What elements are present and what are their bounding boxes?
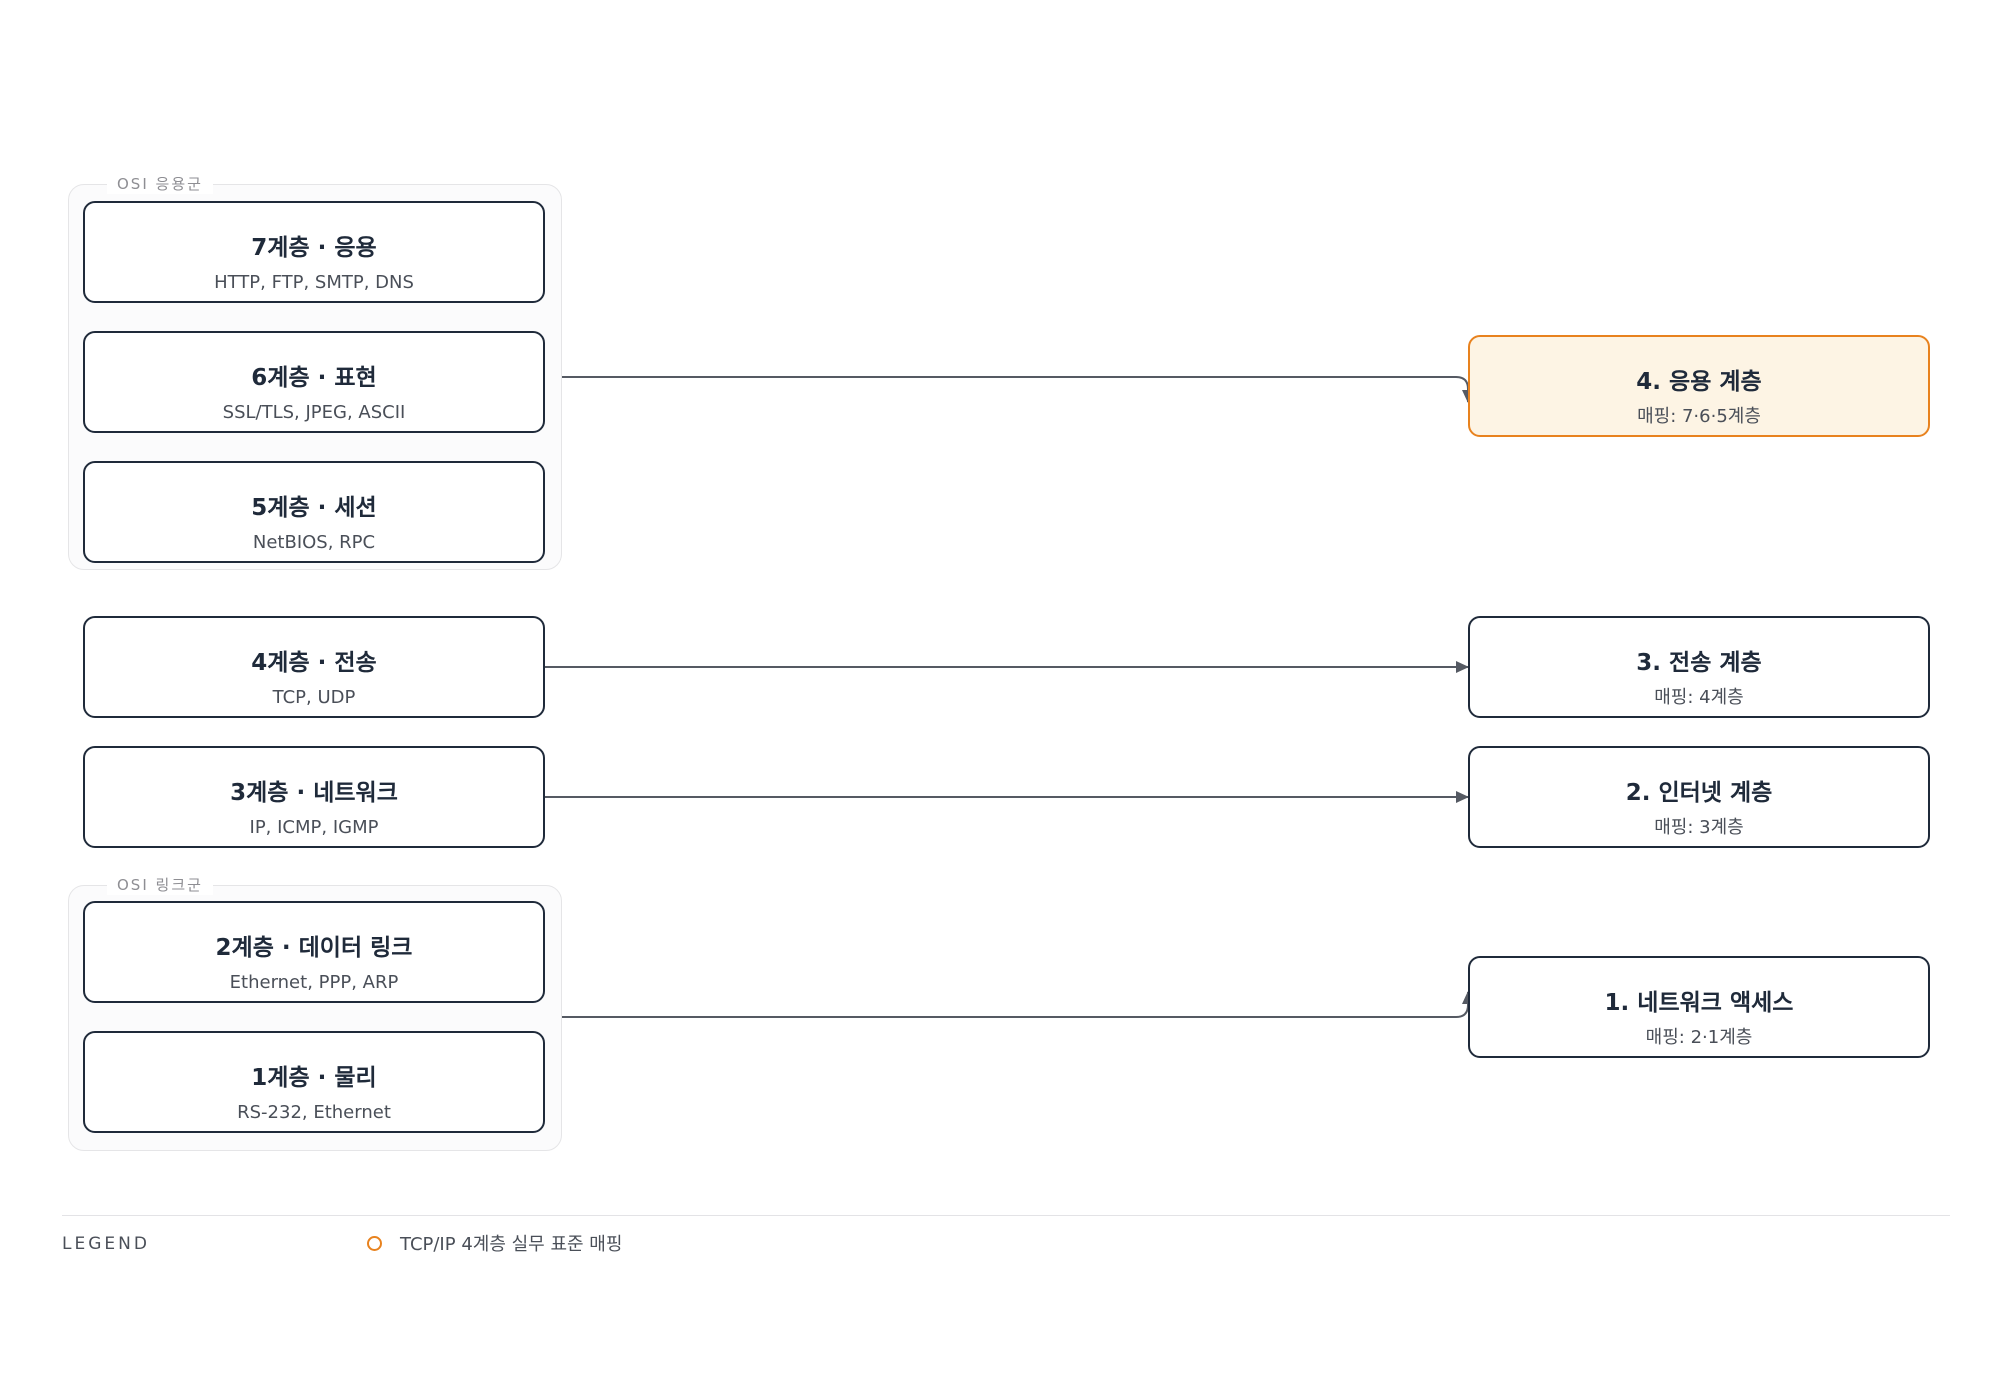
tcpip-internet-mapping: 매핑: 3계층 xyxy=(1654,817,1744,838)
tcpip-internet-title: 2. 인터넷 계층 xyxy=(1625,780,1773,806)
tcpip-transport-node[interactable]: 3. 전송 계층 매핑: 4계층 xyxy=(1468,616,1930,718)
osi-layer-2-title: 2계층 · 데이터 링크 xyxy=(215,935,413,961)
tcpip-application-title: 4. 응용 계층 xyxy=(1636,369,1762,395)
osi-layer-6-protocols: SSL/TLS, JPEG, ASCII xyxy=(222,402,406,423)
osi-layer-1-protocols: RS-232, Ethernet xyxy=(237,1102,391,1123)
edge-network-access-mapping xyxy=(562,991,1474,1018)
osi-layer-3-node[interactable]: 3계층 · 네트워크 IP, ICMP, IGMP xyxy=(83,746,545,848)
osi-layer-4-title: 4계층 · 전송 xyxy=(251,650,377,676)
tcpip-transport-mapping: 매핑: 4계층 xyxy=(1654,687,1744,708)
osi-layer-7-protocols: HTTP, FTP, SMTP, DNS xyxy=(214,272,414,293)
legend-title: LEGEND xyxy=(62,1234,150,1254)
legend-item-standard-mapping: TCP/IP 4계층 실무 표준 매핑 xyxy=(367,1230,622,1256)
osi-layer-5-protocols: NetBIOS, RPC xyxy=(252,532,376,553)
osi-layer-7-node[interactable]: 7계층 · 응용 HTTP, FTP, SMTP, DNS xyxy=(83,201,545,303)
legend-item-label: TCP/IP 4계층 실무 표준 매핑 xyxy=(400,1234,623,1255)
tcpip-network-access-mapping: 매핑: 2·1계층 xyxy=(1645,1027,1753,1048)
osi-layer-2-protocols: Ethernet, PPP, ARP xyxy=(229,972,399,993)
tcpip-internet-node[interactable]: 2. 인터넷 계층 매핑: 3계층 xyxy=(1468,746,1930,848)
tcpip-application-mapping: 매핑: 7·6·5계층 xyxy=(1637,406,1761,427)
tcpip-application-node[interactable]: 4. 응용 계층 매핑: 7·6·5계층 xyxy=(1468,335,1930,437)
osi-layer-2-node[interactable]: 2계층 · 데이터 링크 Ethernet, PPP, ARP xyxy=(83,901,545,1003)
osi-layer-5-node[interactable]: 5계층 · 세션 NetBIOS, RPC xyxy=(83,461,545,563)
tcpip-transport-title: 3. 전송 계층 xyxy=(1636,650,1762,676)
osi-layer-3-title: 3계층 · 네트워크 xyxy=(230,780,398,806)
osi-layer-5-title: 5계층 · 세션 xyxy=(251,495,377,521)
osi-layer-1-title: 1계층 · 물리 xyxy=(251,1065,377,1091)
osi-layer-4-node[interactable]: 4계층 · 전송 TCP, UDP xyxy=(83,616,545,718)
legend-circle-icon xyxy=(367,1235,382,1251)
osi-layer-7-title: 7계층 · 응용 xyxy=(251,235,377,261)
osi-layer-6-node[interactable]: 6계층 · 표현 SSL/TLS, JPEG, ASCII xyxy=(83,331,545,433)
osi-lower-group-label: OSI 링크군 xyxy=(107,875,213,895)
osi-layer-1-node[interactable]: 1계층 · 물리 RS-232, Ethernet xyxy=(83,1031,545,1133)
osi-layer-3-protocols: IP, ICMP, IGMP xyxy=(249,817,379,838)
osi-upper-group-label: OSI 응용군 xyxy=(107,174,213,194)
edge-application-mapping xyxy=(562,376,1474,403)
osi-layer-6-title: 6계층 · 표현 xyxy=(251,365,377,391)
legend-divider xyxy=(62,1215,1950,1216)
tcpip-network-access-node[interactable]: 1. 네트워크 액세스 매핑: 2·1계층 xyxy=(1468,956,1930,1058)
osi-layer-4-protocols: TCP, UDP xyxy=(272,687,356,708)
tcpip-network-access-title: 1. 네트워크 액세스 xyxy=(1604,990,1794,1016)
